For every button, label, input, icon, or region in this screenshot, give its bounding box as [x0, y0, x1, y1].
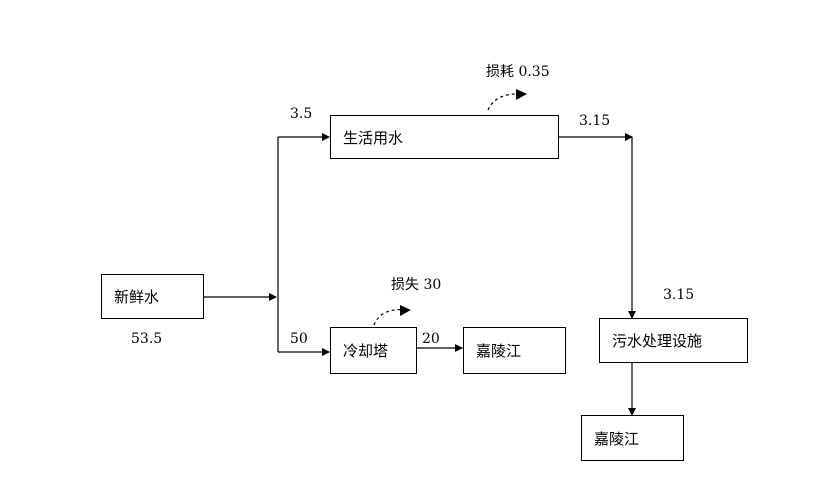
fresh-water-box: 新鲜水	[101, 274, 204, 319]
sewage-facility-label: 污水处理设施	[612, 332, 703, 350]
loss-arrowhead-domestic	[516, 89, 527, 100]
flow-cooling-out: 20	[422, 331, 440, 347]
flow-to-domestic: 3.5	[290, 106, 313, 122]
sewage-facility-box: 污水处理设施	[599, 318, 748, 363]
flow-fresh-total: 53.5	[131, 331, 163, 347]
fresh-water-label: 新鲜水	[114, 288, 160, 306]
flow-cooling-loss: 损失 30	[391, 277, 442, 293]
loss-arrowhead-cooling	[400, 305, 411, 316]
flow-to-sewage: 3.15	[663, 287, 695, 303]
flow-domestic-loss: 损耗 0.35	[486, 64, 550, 80]
domestic-water-box: 生活用水	[330, 115, 559, 159]
flow-to-cooling: 50	[290, 331, 308, 347]
river-box-2: 嘉陵江	[581, 415, 684, 461]
cooling-tower-box: 冷却塔	[330, 327, 417, 374]
cooling-tower-label: 冷却塔	[343, 342, 389, 360]
river-box-1: 嘉陵江	[463, 327, 566, 374]
river-label-1: 嘉陵江	[476, 342, 522, 360]
domestic-water-label: 生活用水	[343, 128, 404, 147]
flow-domestic-out: 3.15	[579, 113, 611, 129]
river-label-2: 嘉陵江	[594, 429, 640, 448]
